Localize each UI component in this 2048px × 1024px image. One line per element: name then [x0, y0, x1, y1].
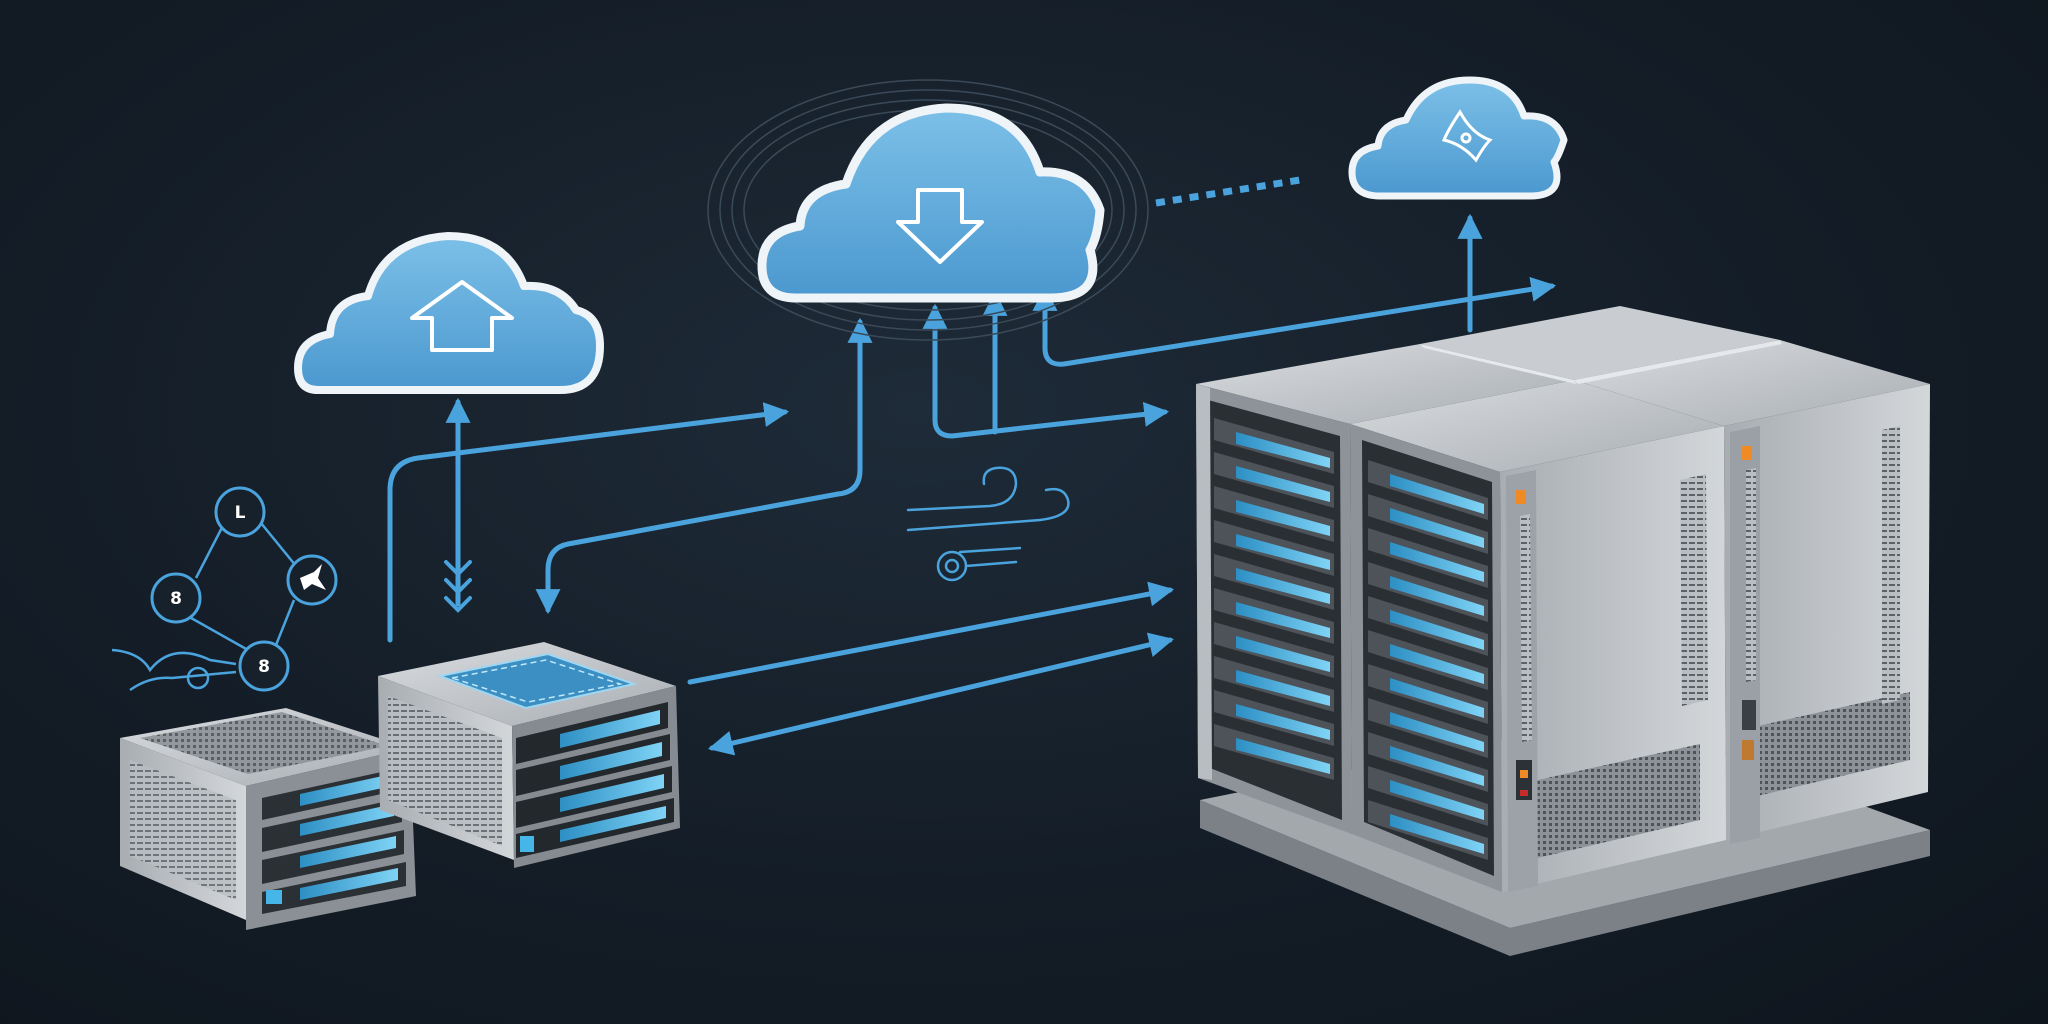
drive-bays [1368, 460, 1488, 860]
download-arrow-icon [896, 188, 984, 264]
upload-arrow-icon [410, 280, 514, 352]
svg-text:L: L [235, 503, 246, 523]
arrow-left-rack-up [387, 402, 790, 643]
cabinet-back-right [1574, 340, 1930, 844]
cluster-base [1200, 800, 1930, 956]
data-flow-arrows [387, 213, 1557, 756]
cabinet-front-center [1350, 380, 1726, 892]
node-graph-icon: L 8 8 [111, 486, 338, 692]
chevron-down-icon [444, 560, 472, 613]
arrow-rack-to-server-top [687, 581, 1175, 685]
server-cluster [1196, 306, 1930, 956]
network-node-1: 8 [150, 572, 202, 624]
arrow-cloud-down-to-rack [535, 317, 873, 615]
drive-bays [516, 702, 674, 858]
arrow-cloud-to-server-1 [922, 303, 1170, 439]
cabinet-front-left [1196, 344, 1574, 834]
wind-flow-icon [906, 466, 1070, 582]
drive-bays [1214, 418, 1334, 780]
sync-glyph-icon [1441, 109, 1493, 163]
download-cloud [707, 79, 1149, 341]
network-node-3: 8 [238, 640, 290, 692]
network-node-2 [286, 554, 338, 606]
network-node-0: L [214, 486, 266, 538]
arrow-server-to-rack-bottom [707, 632, 1175, 756]
bird-glyph-icon [300, 564, 326, 590]
drive-bays [262, 768, 406, 914]
small-server-front [120, 708, 416, 930]
svg-text:8: 8 [170, 589, 182, 609]
dashed-link [1155, 176, 1301, 207]
sync-cloud [1348, 76, 1568, 200]
arrow-cloud-to-server-2 [1032, 276, 1557, 367]
small-server-back [378, 642, 680, 868]
svg-text:8: 8 [258, 657, 270, 677]
upload-cloud [294, 232, 604, 394]
